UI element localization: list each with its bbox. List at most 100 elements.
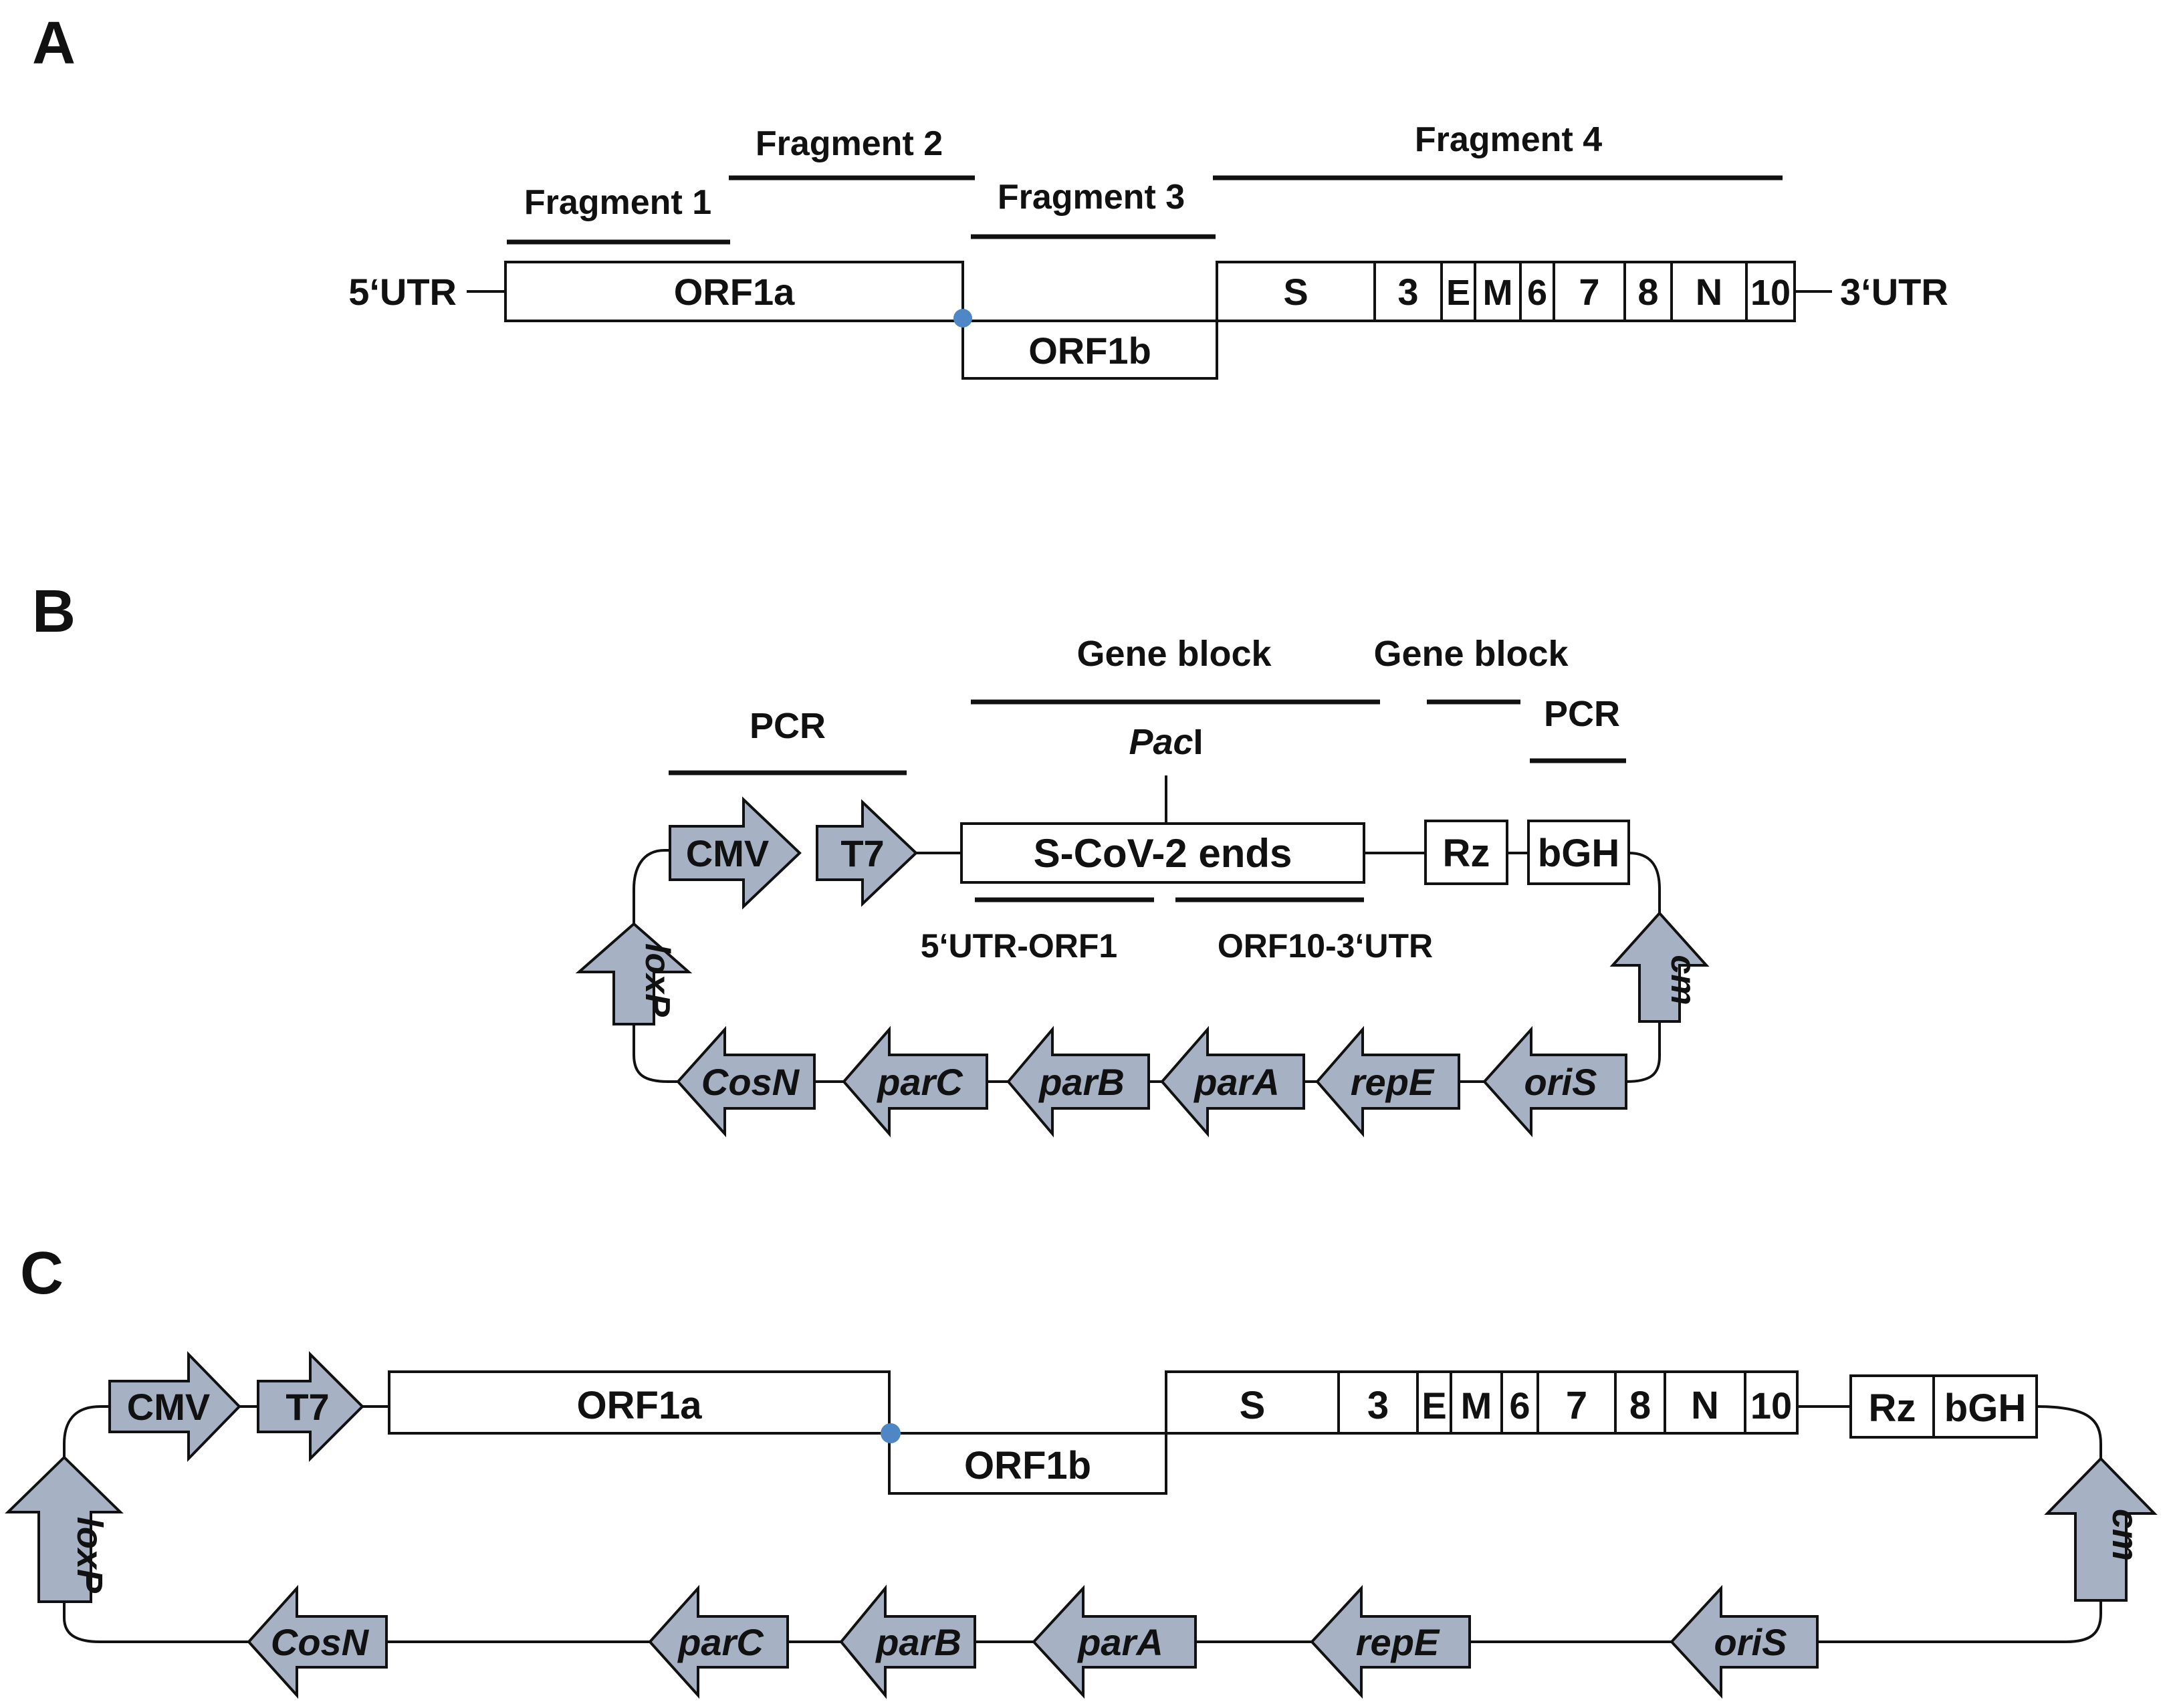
t7-arrow [816, 799, 918, 907]
c-backbone-left [63, 1405, 249, 1643]
utr5-label: 5‘UTR [348, 271, 457, 313]
c-parc-label: parC [677, 1621, 764, 1663]
cm-arrow [1609, 911, 1710, 1023]
cosn-label: CosN [701, 1061, 800, 1103]
parb-label: parB [1038, 1061, 1125, 1103]
c-bgh-label: bGH [1944, 1386, 2026, 1430]
c-g7-box [1536, 1370, 1617, 1435]
cm-label: cm [1664, 955, 1702, 1005]
c-parb-arrow [839, 1584, 976, 1699]
e-box [1440, 261, 1476, 322]
c-g10-box [1744, 1370, 1799, 1435]
c-g7-label: 7 [1566, 1384, 1587, 1427]
c-cosn-label: CosN [271, 1621, 370, 1663]
c-orf1a-label: ORF1a [577, 1384, 703, 1427]
c-cm-arrow [2044, 1457, 2158, 1602]
rz-box [1424, 820, 1508, 885]
loxp-label: loxP [638, 943, 677, 1017]
c-s-label: S [1240, 1384, 1266, 1427]
g6-label: 6 [1527, 273, 1547, 313]
pcr-right-label: PCR [1544, 694, 1620, 734]
c-n-label: N [1691, 1384, 1719, 1427]
insert-label: S-CoV-2 ends [1034, 831, 1292, 876]
parb-arrow [1006, 1025, 1150, 1138]
c-cosn-arrow [247, 1584, 388, 1699]
c-g3-box [1337, 1370, 1419, 1435]
repe-label: repE [1351, 1061, 1435, 1103]
c-oris-label: oriS [1714, 1621, 1787, 1663]
c-para-arrow [1032, 1584, 1197, 1699]
orf1a-label: ORF1a [674, 271, 795, 313]
bgh-box [1527, 820, 1630, 885]
g10-box [1745, 261, 1796, 322]
panel-a-letter: A [32, 10, 76, 77]
c-bgh-box [1932, 1374, 2038, 1439]
n-box [1670, 261, 1748, 322]
oris-label: oriS [1524, 1061, 1597, 1103]
vector-backbone [633, 849, 678, 1083]
c-parc-arrow [648, 1584, 789, 1699]
c-g3-label: 3 [1367, 1384, 1389, 1427]
fragment-2-label: Fragment 2 [756, 124, 943, 163]
c-backbone-right [1817, 1405, 2102, 1643]
e-label: E [1446, 273, 1470, 313]
pcr-left-label: PCR [750, 706, 826, 746]
g8-label: 8 [1637, 271, 1658, 313]
orf1b-label: ORF1b [1028, 330, 1151, 372]
c-orf1b-box [888, 1432, 1167, 1495]
c-ribosomal-frameshift-dot [881, 1423, 901, 1443]
g7-label: 7 [1579, 271, 1599, 313]
parc-label: parC [876, 1061, 963, 1103]
backbone-right [1625, 852, 1661, 1083]
g3-label: 3 [1397, 271, 1418, 313]
c-g6-label: 6 [1509, 1384, 1530, 1427]
ribosomal-frameshift-dot [953, 309, 972, 328]
c-g10-label: 10 [1750, 1384, 1792, 1427]
c-para-label: parA [1076, 1621, 1163, 1663]
para-label: parA [1193, 1061, 1280, 1103]
orf10-utr3-label: ORF10-3‘UTR [1218, 927, 1433, 965]
paci-roman: I [1193, 722, 1204, 762]
c-repe-arrow [1310, 1584, 1471, 1699]
bgh-label: bGH [1538, 832, 1619, 875]
panel-c-letter: C [20, 1240, 64, 1307]
utr5-orf1-label: 5‘UTR-ORF1 [921, 927, 1117, 965]
orf1a-box [504, 261, 964, 322]
c-loxp-arrow [5, 1455, 124, 1603]
orf1b-box [961, 320, 1218, 380]
loxp-arrow [575, 922, 693, 1025]
g3-box [1373, 261, 1443, 322]
s-label: S [1283, 271, 1308, 313]
gene-block-2-label: Gene block [1373, 634, 1569, 674]
cosn-arrow [676, 1025, 816, 1138]
c-cmv-arrow [108, 1351, 241, 1462]
g7-box [1553, 261, 1626, 322]
para-arrow [1160, 1025, 1305, 1138]
panel-a: A Fragment 1 Fragment 2 Fragment 3 Fragm… [32, 10, 1948, 380]
c-m-label: M [1461, 1384, 1492, 1427]
g8-box [1623, 261, 1673, 322]
gene-block-1-label: Gene block [1076, 634, 1272, 674]
cmv-label: CMV [686, 832, 769, 874]
m-label: M [1483, 273, 1513, 313]
c-orf1a-box [388, 1370, 891, 1435]
g10-label: 10 [1750, 273, 1791, 313]
c-loxp-label: loxP [70, 1517, 110, 1594]
n-label: N [1696, 271, 1722, 313]
c-g8-label: 8 [1629, 1384, 1651, 1427]
oris-arrow [1482, 1025, 1627, 1138]
c-rz-label: Rz [1869, 1386, 1916, 1430]
fragment-1-label: Fragment 1 [524, 183, 711, 222]
parc-arrow [842, 1025, 988, 1138]
panel-b: B PCR Gene block Gene block PCR PacI CMV… [32, 578, 1710, 1138]
c-parb-label: parB [875, 1621, 961, 1663]
c-t7-label: T7 [286, 1386, 329, 1428]
c-cm-label: cm [2105, 1509, 2145, 1561]
repe-arrow [1315, 1025, 1460, 1138]
c-g6-box [1500, 1370, 1539, 1435]
c-oris-arrow [1670, 1584, 1819, 1699]
paci-italic: Pac [1129, 722, 1193, 762]
m-box [1474, 261, 1522, 322]
c-t7-arrow [257, 1351, 364, 1462]
